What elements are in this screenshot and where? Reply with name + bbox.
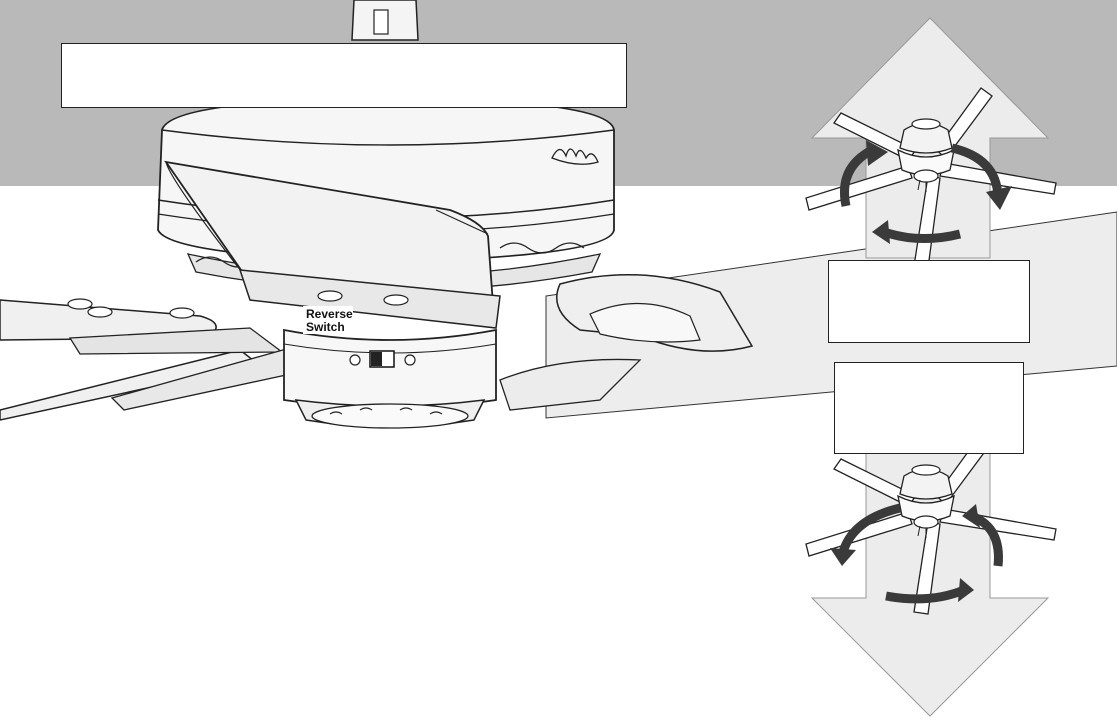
lower-callout-box (834, 362, 1024, 454)
upper-callout-box (828, 260, 1030, 343)
screw-left (349, 354, 361, 366)
screw-right (404, 354, 416, 366)
light-kit-plate (311, 403, 469, 429)
rotation-arrow-top-bottom (882, 227, 962, 244)
rotation-arrow-top-left (840, 146, 875, 207)
logo-mark (551, 148, 599, 165)
blade-bracket (238, 269, 501, 329)
rotation-arrow-bottom-left (837, 503, 902, 558)
rotation-arrow-bottom-bottom (885, 585, 966, 604)
switch-housing (283, 328, 497, 409)
rotation-arrow-top-right (950, 143, 1003, 197)
reverse-switch-label-line2: Switch (306, 320, 345, 334)
reverse-switch-label: Reverse Switch (303, 306, 353, 334)
header-callout-box (61, 43, 627, 108)
reverse-switch-label-line1: Reverse (306, 307, 353, 321)
